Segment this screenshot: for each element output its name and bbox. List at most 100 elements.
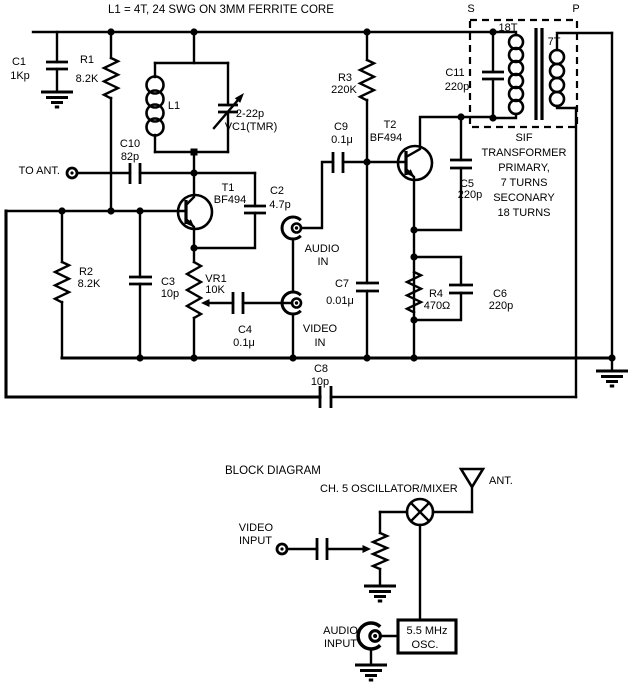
secondary-winding	[491, 30, 525, 120]
c1-ref: C1	[12, 56, 26, 68]
c2-value: 4.7p	[269, 199, 290, 211]
capacitor-c1	[39, 30, 75, 109]
block-diagram-heading: BLOCK DIAGRAM	[225, 465, 321, 477]
video-input-terminal	[275, 542, 319, 556]
main-schematic: L1 = 4T, 24 SWG ON 3MM FERRITE CORE TO A…	[4, 3, 630, 408]
capacitor-c6	[412, 255, 473, 322]
resistor-r4	[404, 270, 424, 315]
audio-in-label-2: IN	[318, 256, 329, 268]
c3-ref: C3	[161, 276, 175, 288]
c8-value: 10p	[311, 376, 329, 388]
resistor-r1	[101, 30, 121, 213]
r1-ref: R1	[80, 54, 94, 66]
transformer-core	[534, 28, 544, 120]
capacitor-c2	[192, 171, 266, 250]
audio-in-label-1: AUDIO	[305, 243, 340, 255]
capacitor-c3	[129, 209, 152, 360]
audio-in-connector	[280, 160, 335, 241]
transformer-note-line: SIF	[515, 132, 532, 144]
ant-label: ANT.	[489, 475, 513, 487]
capacitor-c9	[331, 152, 369, 173]
c7-ref: C7	[335, 278, 349, 290]
transformer-note-line: PRIMARY,	[498, 162, 550, 174]
secondary-turns-label: 18T	[499, 22, 518, 34]
feedback-loop	[4, 106, 578, 408]
audio-input-connector	[353, 621, 400, 682]
ground-symbol	[39, 90, 75, 109]
to-ant-label: TO ANT.	[19, 165, 60, 177]
c3-value: 10p	[161, 288, 179, 300]
video-input-label-1: VIDEO	[239, 522, 274, 534]
inductor-l1	[145, 75, 165, 137]
r3-value: 220K	[331, 84, 357, 96]
video-level-pot	[362, 510, 398, 603]
vr1-ref: VR1	[205, 273, 226, 285]
c5-value: 220p	[458, 189, 482, 201]
r2-value: 8.2K	[78, 278, 101, 290]
c9-value: 0.1μ	[331, 134, 353, 146]
video-input-label-2: INPUT	[239, 535, 272, 547]
primary-turns-label: 7T	[548, 36, 561, 48]
c5-ref: C5	[460, 178, 474, 190]
capacitor-c10	[128, 163, 142, 184]
audio-input-label-2: INPUT	[324, 638, 357, 650]
c7-value: 0.01μ	[326, 295, 354, 307]
vc1-name: VC1(TMR)	[225, 121, 278, 133]
sif-transformer	[468, 18, 614, 129]
transistor-t2	[365, 115, 495, 360]
t1-value: BF494	[214, 194, 246, 206]
video-in-label-2: IN	[315, 337, 326, 349]
c8-ref: C8	[314, 363, 328, 375]
mixer-label: CH. 5 OSCILLATOR/MIXER	[320, 483, 458, 495]
c1-value: 1Kp	[10, 70, 30, 82]
antenna-output	[65, 163, 257, 184]
vr1-value: 10K	[205, 284, 225, 296]
tank-circuit	[145, 30, 244, 175]
l1-ref: L1	[168, 100, 180, 112]
t2-value: BF494	[370, 132, 402, 144]
video-coupling-capacitor	[315, 538, 371, 560]
ground-symbol	[594, 369, 630, 388]
block-diagram: BLOCK DIAGRAM CH. 5 OSCILLATOR/MIXER ANT…	[225, 465, 513, 682]
c10-ref: C10	[120, 138, 140, 150]
c4-value: 0.1μ	[233, 337, 255, 349]
schematic-title: L1 = 4T, 24 SWG ON 3MM FERRITE CORE	[108, 4, 334, 16]
c2-ref: C2	[270, 185, 284, 197]
c10-value: 82p	[121, 151, 139, 163]
capacitor-c11	[482, 30, 504, 120]
vc1-value: 2-22p	[236, 108, 264, 120]
trimmer-capacitor-vc1	[212, 61, 244, 154]
t2-ref: T2	[384, 119, 397, 131]
video-in-connector	[280, 237, 303, 360]
ground-symbol	[362, 584, 398, 603]
r3-ref: R3	[338, 72, 352, 84]
c11-ref: C11	[445, 67, 464, 79]
r2-ref: R2	[79, 266, 93, 278]
audio-input-label-1: AUDIO	[323, 625, 358, 637]
c11-value: 220p	[445, 81, 469, 93]
potentiometer-vr1	[184, 246, 235, 360]
transformer-note-line: 7 TURNS	[501, 177, 548, 189]
transformer-s-label: S	[467, 3, 474, 15]
r1-value: 8.2K	[76, 73, 99, 85]
ground-symbol	[353, 663, 389, 682]
capacitor-c8	[318, 386, 333, 408]
main-ground	[594, 31, 630, 388]
oscillator-box: 5.5 MHz OSC.	[396, 618, 458, 655]
capacitor-c7	[356, 160, 379, 360]
antenna-symbol	[458, 467, 486, 514]
capacitor-c5	[412, 115, 472, 232]
transformer-p-label: P	[572, 3, 579, 15]
resistor-r3	[357, 30, 377, 164]
r4-value: 470Ω	[424, 300, 451, 312]
transformer-note-line: SECONARY	[493, 192, 555, 204]
primary-winding	[548, 31, 614, 110]
mixer-symbol	[378, 497, 474, 622]
c6-ref: C6	[493, 288, 507, 300]
osc-box-line-1: 5.5 MHz	[407, 625, 448, 637]
osc-box-line-2: OSC.	[412, 639, 439, 651]
transformer-note-line: TRANSFORMER	[482, 147, 567, 159]
video-in-label-1: VIDEO	[303, 323, 338, 335]
